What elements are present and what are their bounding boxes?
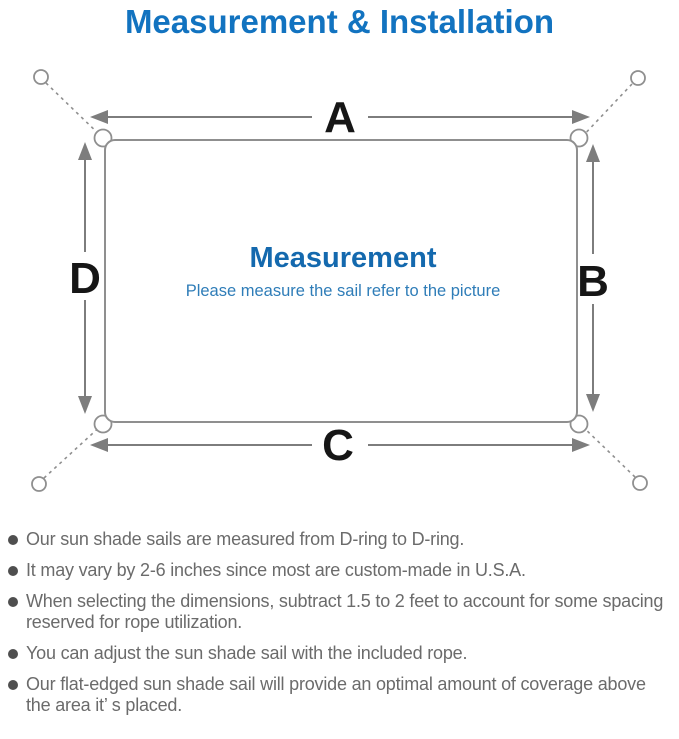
list-item: It may vary by 2-6 inches since most are… (8, 560, 672, 581)
sail-center-title: Measurement (250, 242, 437, 274)
list-item: Our flat-edged sun shade sail will provi… (8, 674, 672, 716)
sail-outline (104, 139, 578, 423)
anchor-ring-bottom-left (31, 476, 47, 492)
note-text: Our sun shade sails are measured from D-… (26, 529, 465, 549)
sail-center-subtitle: Please measure the sail refer to the pic… (186, 282, 501, 300)
rope-dashed-top-right (579, 83, 633, 140)
anchor-ring-top-right (630, 70, 646, 86)
height-arrow-d (78, 142, 92, 414)
bullet-icon (8, 597, 18, 607)
dimension-label-d: D (69, 254, 101, 303)
rope-dashed-bottom-right (579, 423, 636, 478)
anchor-ring-top-left (33, 69, 49, 85)
notes-list: Our sun shade sails are measured from D-… (8, 529, 672, 726)
width-arrow-c (90, 438, 590, 452)
bullet-icon (8, 535, 18, 545)
note-text: When selecting the dimensions, subtract … (26, 591, 664, 632)
rope-dashed-top-left (45, 82, 105, 140)
list-item: When selecting the dimensions, subtract … (8, 591, 672, 633)
height-arrow-b (586, 144, 600, 412)
anchor-ring-bottom-right (632, 475, 648, 491)
note-text: It may vary by 2-6 inches since most are… (26, 560, 526, 580)
list-item: You can adjust the sun shade sail with t… (8, 643, 672, 664)
dimension-label-a: A (324, 93, 356, 142)
measurement-diagram: A B C D Measurement Please measure the s… (31, 69, 648, 492)
bullet-icon (8, 649, 18, 659)
bullet-icon (8, 566, 18, 576)
width-arrow-a (90, 110, 590, 124)
rope-dashed-bottom-left (43, 422, 105, 479)
note-text: You can adjust the sun shade sail with t… (26, 643, 468, 663)
page-title: Measurement & Installation (124, 3, 555, 40)
note-text: Our flat-edged sun shade sail will provi… (26, 674, 646, 715)
dimension-label-b: B (577, 257, 609, 306)
dimension-label-c: C (322, 421, 354, 470)
bullet-icon (8, 680, 18, 690)
list-item: Our sun shade sails are measured from D-… (8, 529, 672, 550)
